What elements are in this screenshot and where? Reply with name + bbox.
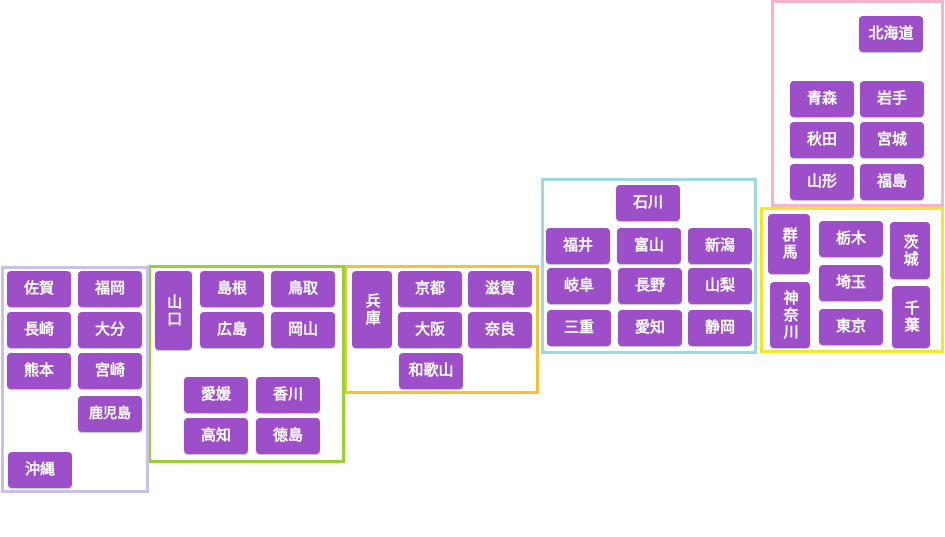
pref-shiga-button[interactable]: 滋賀 xyxy=(468,271,532,307)
pref-kumamoto-button[interactable]: 熊本 xyxy=(7,353,71,389)
pref-okinawa-button[interactable]: 沖縄 xyxy=(8,452,72,488)
pref-kagoshima-button[interactable]: 鹿児島 xyxy=(78,396,142,432)
region-chugoku-shikoku xyxy=(148,265,345,463)
region-kinki xyxy=(344,265,539,394)
pref-hokkaido-button[interactable]: 北海道 xyxy=(859,16,923,52)
pref-niigata-button[interactable]: 新潟 xyxy=(688,228,752,264)
pref-osaka-button[interactable]: 大阪 xyxy=(398,312,462,348)
pref-yamagata-button[interactable]: 山形 xyxy=(790,164,854,200)
pref-iwate-button[interactable]: 岩手 xyxy=(860,81,924,117)
pref-tokyo-button[interactable]: 東京 xyxy=(819,309,883,345)
pref-gifu-button[interactable]: 岐阜 xyxy=(547,268,611,304)
pref-okayama-button[interactable]: 岡山 xyxy=(271,312,335,348)
pref-kagawa-button[interactable]: 香川 xyxy=(256,377,320,413)
pref-kanagawa-button[interactable]: 神奈川 xyxy=(770,282,810,348)
pref-saga-button[interactable]: 佐賀 xyxy=(7,271,71,307)
pref-gunma-button[interactable]: 群馬 xyxy=(768,214,810,274)
pref-mie-button[interactable]: 三重 xyxy=(547,310,611,346)
pref-yamanashi-button[interactable]: 山梨 xyxy=(688,268,752,304)
pref-kyoto-button[interactable]: 京都 xyxy=(398,271,462,307)
pref-ibaraki-button[interactable]: 茨城 xyxy=(890,222,930,279)
pref-shizuoka-button[interactable]: 静岡 xyxy=(688,310,752,346)
pref-fukui-button[interactable]: 福井 xyxy=(546,228,610,264)
pref-fukuoka-button[interactable]: 福岡 xyxy=(78,271,142,307)
pref-nagasaki-button[interactable]: 長崎 xyxy=(7,312,71,348)
pref-toyama-button[interactable]: 富山 xyxy=(617,228,681,264)
pref-ishikawa-button[interactable]: 石川 xyxy=(616,185,680,221)
pref-shimane-button[interactable]: 島根 xyxy=(200,271,264,307)
pref-aichi-button[interactable]: 愛知 xyxy=(618,310,682,346)
region-chubu xyxy=(541,178,757,354)
pref-nara-button[interactable]: 奈良 xyxy=(468,312,532,348)
pref-wakayama-button[interactable]: 和歌山 xyxy=(399,353,463,389)
region-hokkaido-tohoku xyxy=(771,0,944,207)
pref-oita-button[interactable]: 大分 xyxy=(78,312,142,348)
pref-tottori-button[interactable]: 鳥取 xyxy=(271,271,335,307)
pref-saitama-button[interactable]: 埼玉 xyxy=(819,265,883,301)
pref-tochigi-button[interactable]: 栃木 xyxy=(819,221,883,257)
region-kanto xyxy=(760,207,944,353)
pref-miyagi-button[interactable]: 宮城 xyxy=(860,122,924,158)
pref-hiroshima-button[interactable]: 広島 xyxy=(200,312,264,348)
pref-hyogo-button[interactable]: 兵庫 xyxy=(352,271,392,348)
pref-kochi-button[interactable]: 高知 xyxy=(184,418,248,454)
pref-chiba-button[interactable]: 千葉 xyxy=(892,286,930,348)
pref-aomori-button[interactable]: 青森 xyxy=(790,81,854,117)
region-kyushu-okinawa xyxy=(1,266,149,493)
pref-ehime-button[interactable]: 愛媛 xyxy=(184,377,248,413)
pref-nagano-button[interactable]: 長野 xyxy=(618,268,682,304)
pref-yamaguchi-button[interactable]: 山口 xyxy=(155,271,192,350)
pref-fukushima-button[interactable]: 福島 xyxy=(860,164,924,200)
pref-tokushima-button[interactable]: 徳島 xyxy=(256,418,320,454)
pref-miyazaki-button[interactable]: 宮崎 xyxy=(78,353,142,389)
pref-akita-button[interactable]: 秋田 xyxy=(790,122,854,158)
